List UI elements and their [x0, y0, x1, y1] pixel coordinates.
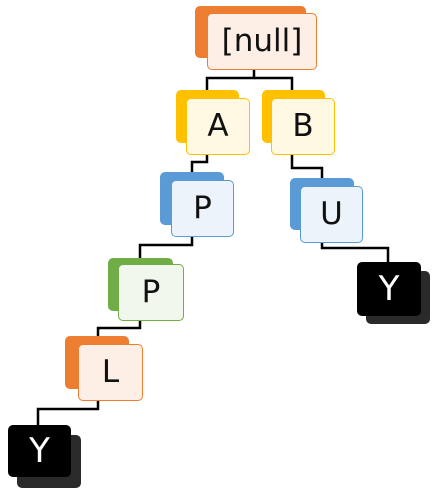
- trie-leaf-y-second: Y: [8, 425, 81, 488]
- trie-leaf-y: Y: [357, 262, 430, 324]
- trie-node-l: L: [65, 336, 143, 401]
- node-label: P: [118, 264, 184, 321]
- trie-node-a: A: [176, 90, 250, 155]
- node-label: Y: [8, 425, 71, 477]
- node-label: Y: [357, 262, 421, 316]
- edge-root-to-a: [205, 70, 256, 98]
- trie-node-b: B: [262, 90, 335, 155]
- edge-p1-to-p2: [138, 237, 194, 264]
- trie-node-root: [null]: [195, 6, 317, 70]
- edge-l-to-y2: [36, 401, 100, 425]
- node-label: [null]: [207, 13, 317, 70]
- node-label: U: [300, 186, 363, 243]
- edge-b-to-u: [290, 155, 324, 186]
- node-label: A: [186, 98, 250, 155]
- trie-node-p: P: [160, 172, 234, 237]
- edge-a-to-p1: [190, 155, 209, 180]
- node-label: L: [78, 344, 143, 401]
- trie-node-u: U: [290, 178, 363, 243]
- trie-node-p-second: P: [108, 258, 184, 321]
- node-label: B: [271, 98, 335, 155]
- edge-u-to-y1: [320, 243, 390, 262]
- node-label: P: [171, 180, 234, 237]
